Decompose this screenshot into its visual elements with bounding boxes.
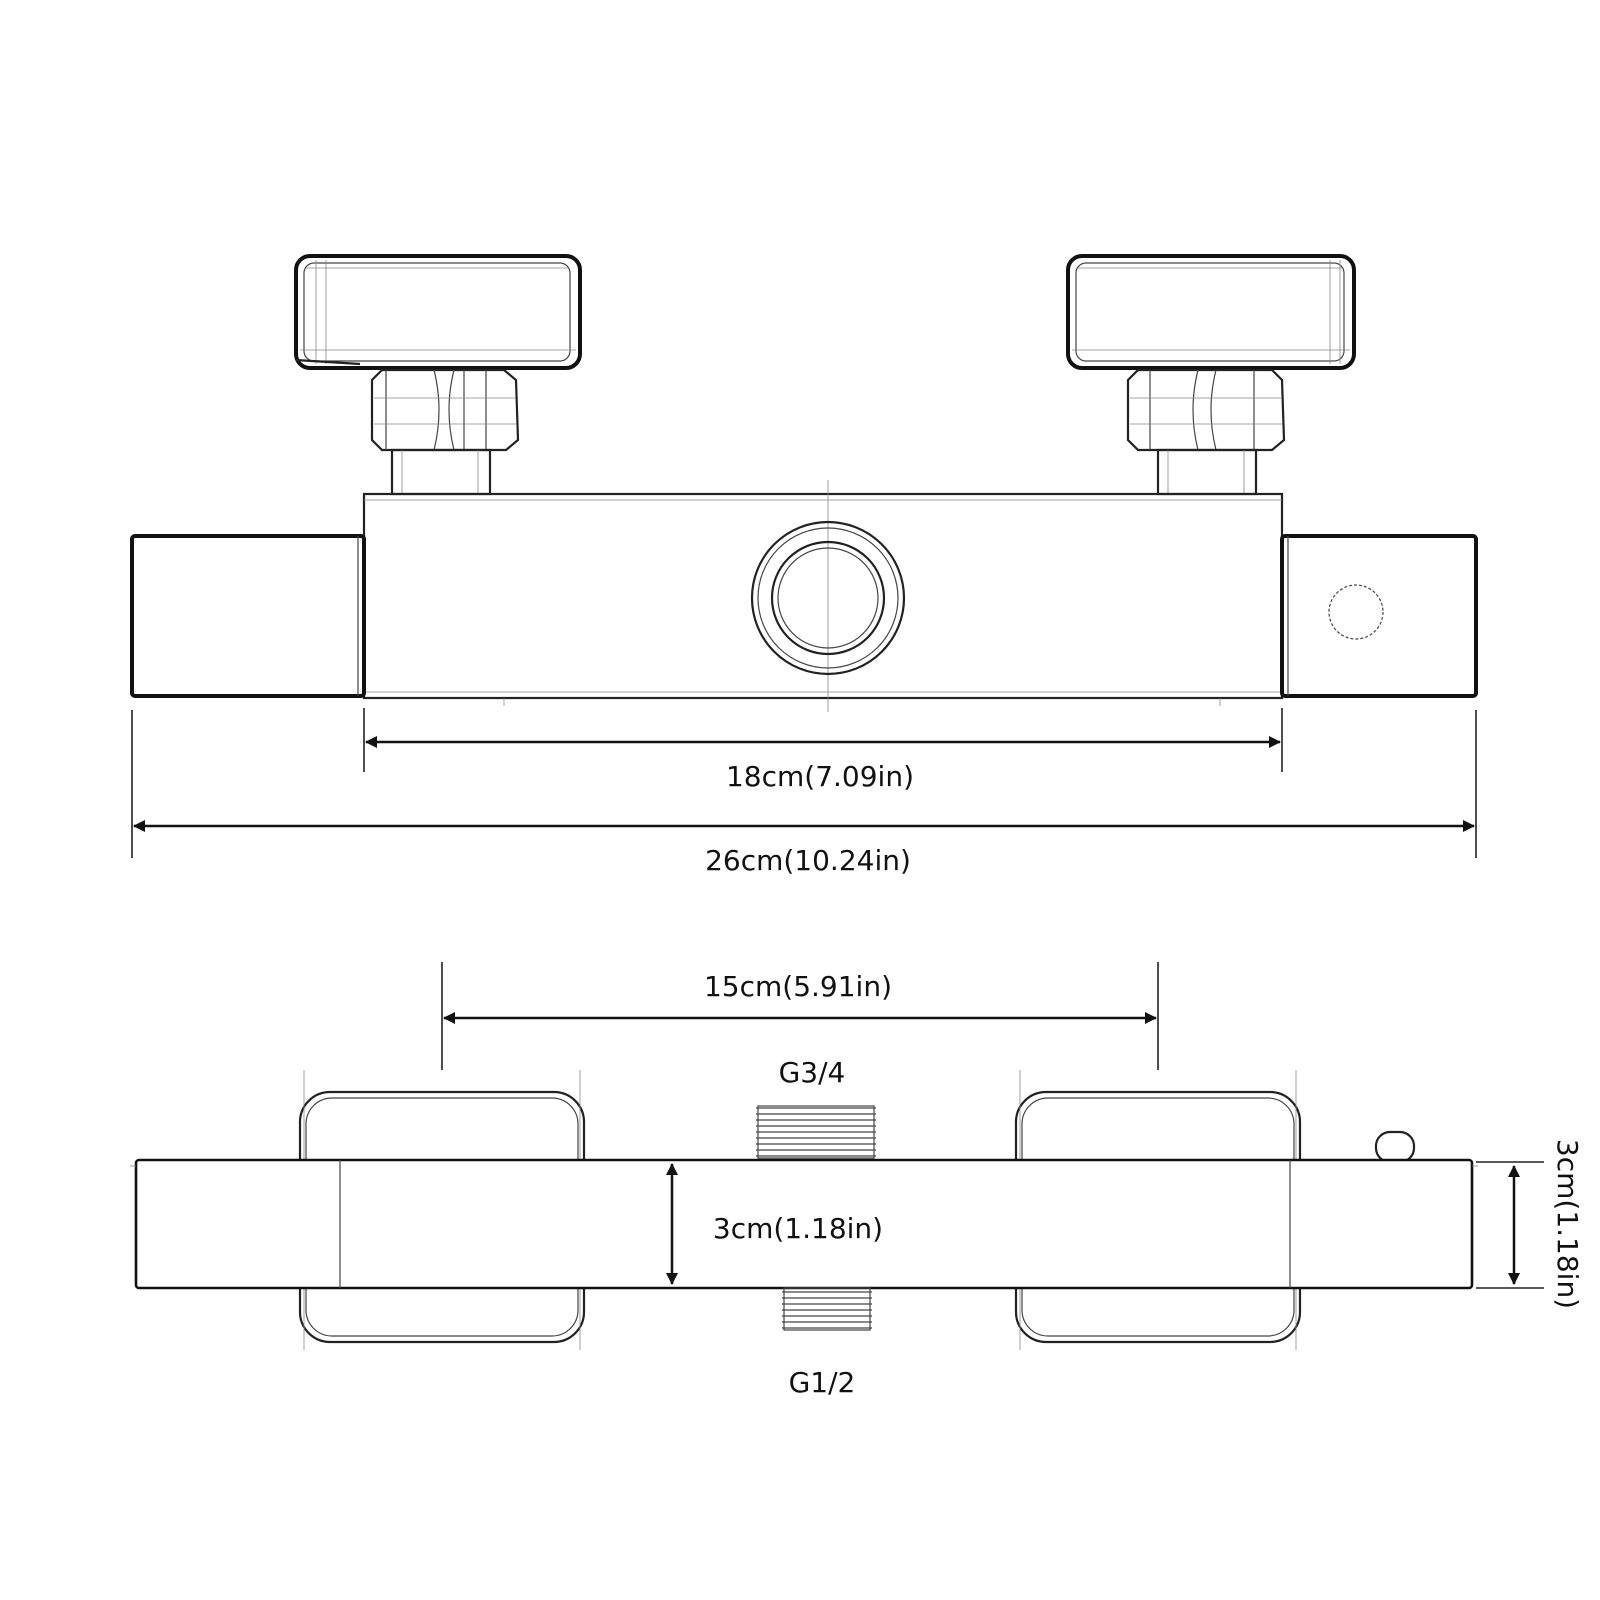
body-height-label: 3cm(1.18in) [713,1212,883,1245]
temperature-button-icon [1328,584,1384,640]
handle-spacing-label: 15cm(5.91in) [704,970,892,1003]
outlet-thread-g12 [782,1287,872,1331]
outlet-thread-label: G1/2 [789,1366,856,1399]
left-knob [294,254,582,370]
right-knob [1066,254,1356,370]
top-button-icon [1374,1130,1416,1164]
right-end-cap [1280,534,1478,698]
center-outlet-ring [750,520,906,676]
left-end-cap [130,534,366,698]
inlet-thread-g34 [756,1105,876,1159]
right-stem [1156,448,1258,496]
front-view: 18cm(7.09in) 26cm(10.24in) [130,254,1478,877]
inlet-thread-label: G3/4 [779,1056,846,1089]
side-height-label: 3cm(1.18in) [1551,1139,1584,1309]
left-hex-nut [370,368,520,452]
inner-width-label: 18cm(7.09in) [726,760,914,793]
total-width-label: 26cm(10.24in) [705,844,911,877]
left-stem [390,448,492,496]
top-view: 15cm(5.91in) G3/4 [130,962,1584,1399]
right-hex-nut [1126,368,1286,452]
valve-body-front [362,480,1284,712]
